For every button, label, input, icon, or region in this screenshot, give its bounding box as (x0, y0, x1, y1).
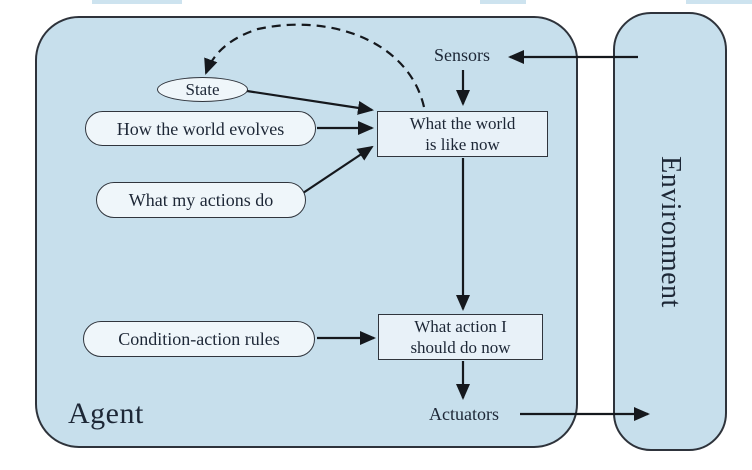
box-world-state-line1: What the world (409, 114, 516, 133)
box-action-decision-line1: What action I (414, 317, 507, 336)
node-how-world-evolves-label: How the world evolves (116, 118, 285, 139)
scan-artifact (480, 0, 526, 4)
node-state: State (157, 77, 248, 102)
node-what-my-actions-do-label: What my actions do (128, 190, 274, 210)
box-world-state-line2: is like now (425, 135, 500, 154)
node-condition-action-rules: Condition-action rules (83, 321, 315, 357)
environment-panel (613, 12, 727, 451)
node-how-world-evolves: How the world evolves (85, 111, 316, 146)
environment-title: Environment (655, 156, 686, 308)
actuators-label: Actuators (429, 404, 499, 424)
node-condition-action-rules-label: Condition-action rules (118, 329, 280, 349)
box-action-decision: What action I should do now (378, 314, 543, 360)
node-what-my-actions-do: What my actions do (96, 182, 306, 218)
node-state-label: State (185, 80, 220, 99)
box-world-state: What the world is like now (377, 111, 548, 157)
agent-title: Agent (68, 397, 144, 430)
sensors-label: Sensors (433, 45, 490, 65)
agent-panel (35, 16, 578, 448)
box-action-decision-line2: should do now (410, 338, 511, 357)
scan-artifact (686, 0, 752, 4)
scan-artifact (92, 0, 182, 4)
